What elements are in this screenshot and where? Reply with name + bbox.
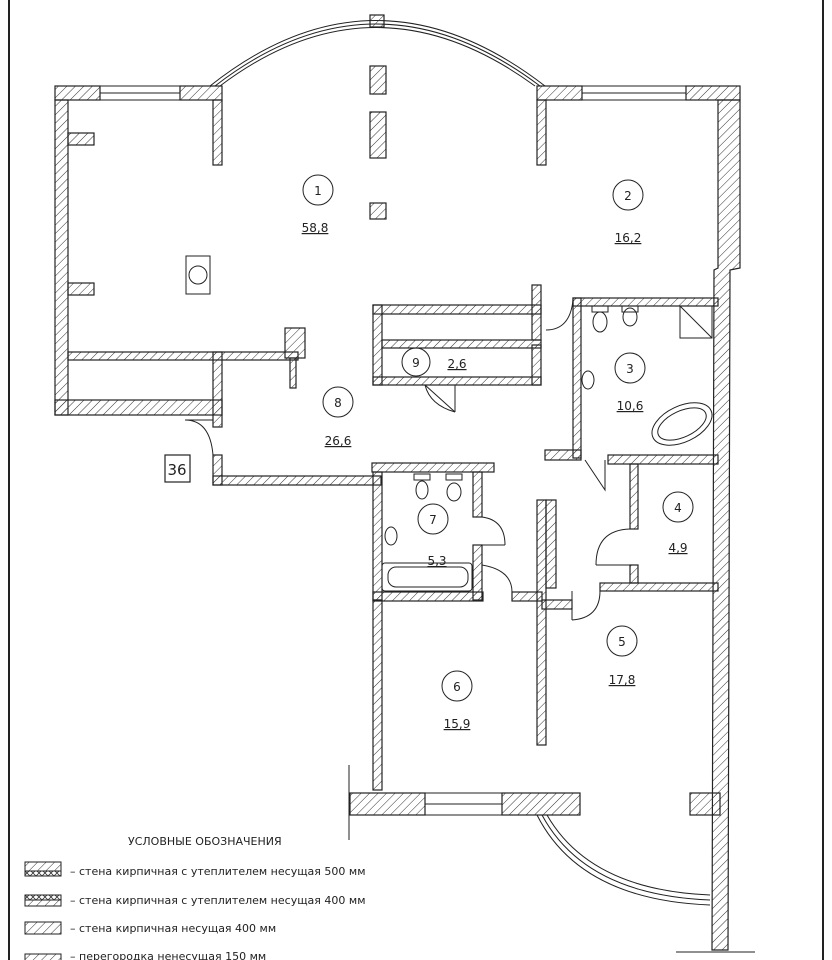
room-8: 826,6 bbox=[322, 386, 354, 448]
legend-label: – стена кирпичная с утеплителем несущая … bbox=[70, 865, 366, 878]
walls bbox=[54, 85, 755, 953]
room-number: 9 bbox=[412, 356, 420, 370]
room-number: 7 bbox=[429, 513, 437, 527]
room-number: 2 bbox=[624, 189, 632, 203]
fixtures bbox=[185, 255, 713, 592]
legend-label: – стена кирпичная несущая 400 мм bbox=[70, 922, 276, 935]
room-3: 310,6 bbox=[614, 352, 646, 413]
legend-item-wall-400: – стена кирпичная несущая 400 мм bbox=[24, 921, 276, 935]
columns bbox=[369, 14, 387, 220]
legend: УСЛОВНЫЕ ОБОЗНАЧЕНИЯ – стена кирпичная с… bbox=[24, 835, 366, 960]
room-area: 15,9 bbox=[444, 717, 471, 731]
room-number: 1 bbox=[314, 184, 322, 198]
legend-title: УСЛОВНЫЕ ОБОЗНАЧЕНИЯ bbox=[128, 835, 282, 848]
hatch-swatch-icon bbox=[24, 894, 62, 901]
room-number: 4 bbox=[674, 501, 682, 515]
legend-item-wall-500: – стена кирпичная с утеплителем несущая … bbox=[24, 861, 366, 878]
room-area: 2,6 bbox=[447, 357, 466, 371]
room-2: 216,2 bbox=[612, 179, 644, 245]
legend-item-partition-150: – перегородка ненесущая 150 мм bbox=[24, 950, 266, 960]
doors bbox=[184, 299, 631, 621]
room-5: 517,8 bbox=[606, 625, 638, 687]
room-number: 8 bbox=[334, 396, 342, 410]
room-4: 44,9 bbox=[662, 491, 694, 555]
legend-label: – стена кирпичная с утеплителем несущая … bbox=[70, 894, 366, 907]
hatch-swatch-icon bbox=[24, 861, 62, 872]
room-number: 5 bbox=[618, 635, 626, 649]
room-area: 10,6 bbox=[617, 399, 644, 413]
room-area: 17,8 bbox=[609, 673, 636, 687]
room-number: 3 bbox=[626, 362, 634, 376]
room-area: 5,3 bbox=[427, 554, 446, 568]
bay-window-bottom bbox=[536, 814, 711, 906]
room-area: 4,9 bbox=[668, 541, 687, 555]
room-area: 58,8 bbox=[302, 221, 329, 235]
room-1: 158,8 bbox=[302, 174, 334, 235]
hatch-swatch-icon bbox=[24, 921, 62, 935]
room-6: 615,9 bbox=[441, 670, 473, 731]
apartment-number-box bbox=[164, 454, 191, 483]
apartment-number: 36 bbox=[167, 461, 186, 479]
legend-item-wall-400-insulated: – стена кирпичная с утеплителем несущая … bbox=[24, 894, 366, 907]
legend-label: – перегородка ненесущая 150 мм bbox=[70, 950, 266, 960]
room-number: 6 bbox=[453, 680, 461, 694]
room-area: 16,2 bbox=[615, 231, 642, 245]
hatch-swatch-icon bbox=[24, 953, 62, 960]
room-area: 26,6 bbox=[325, 434, 352, 448]
room-7: 75,3 bbox=[417, 503, 449, 568]
